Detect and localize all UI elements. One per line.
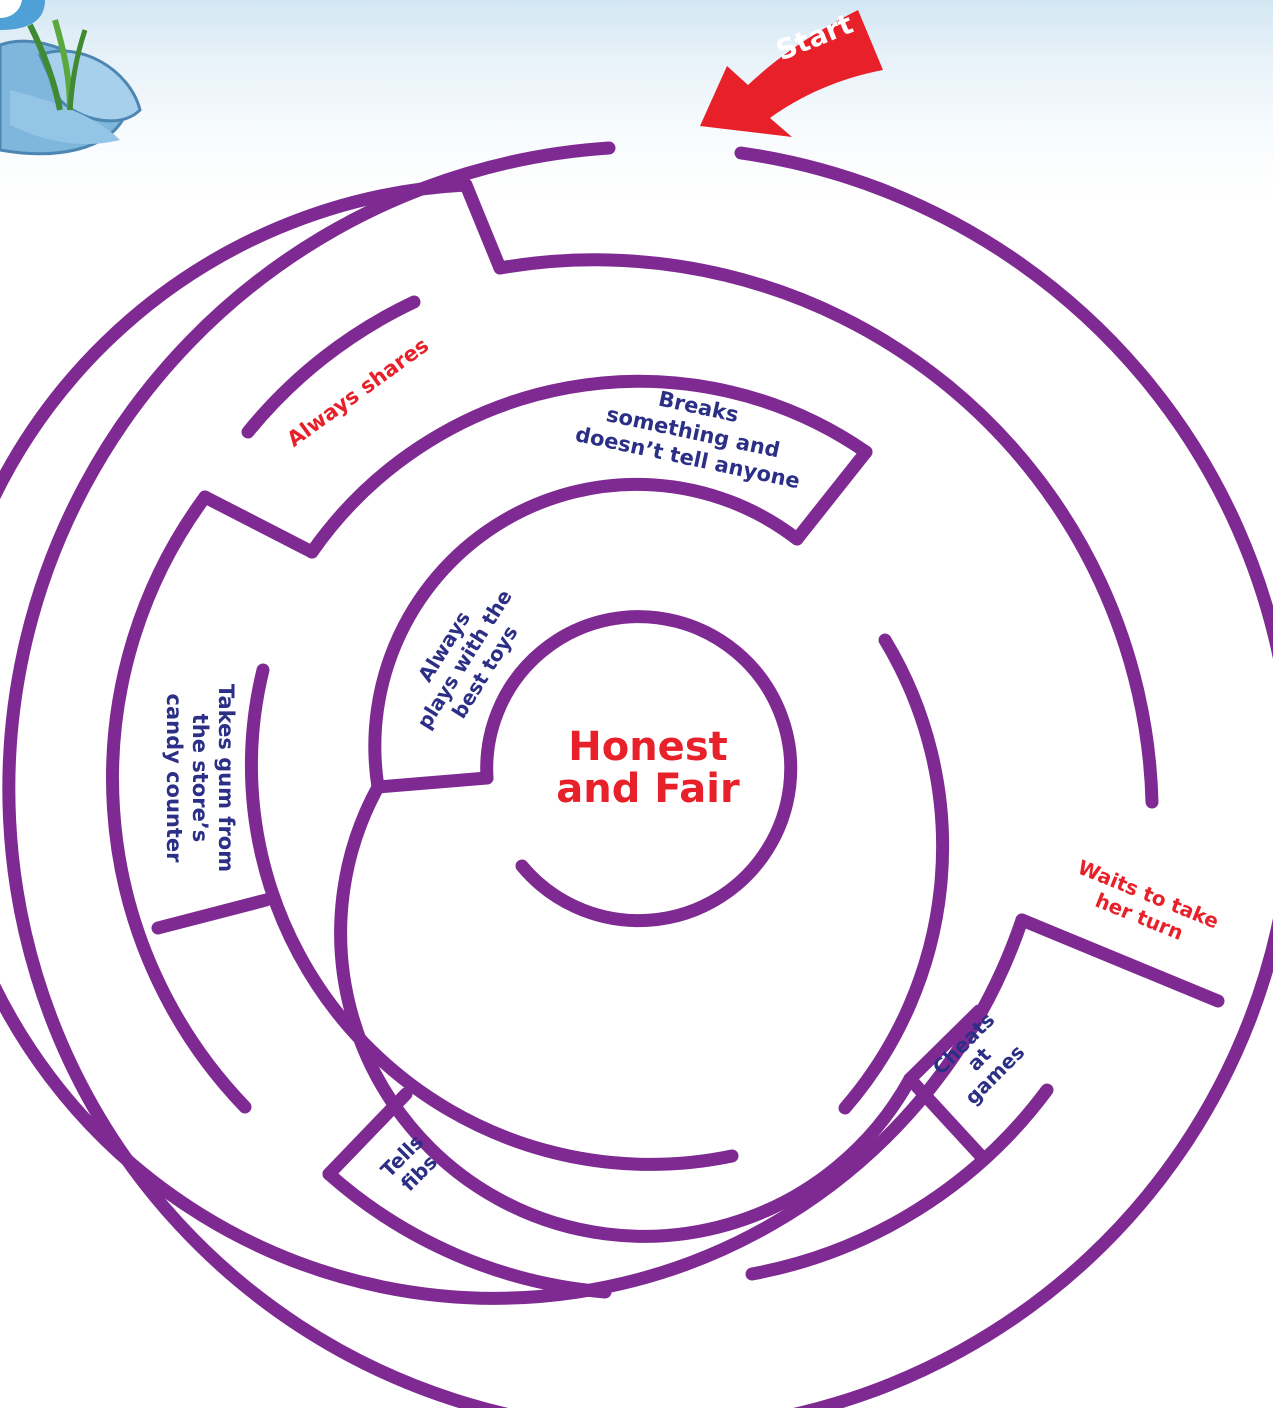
label-takes-gum-3: candy counter <box>162 693 186 863</box>
goal-title-line2: and Fair <box>556 766 740 812</box>
flower-mascot-icon <box>0 0 142 156</box>
goal-title-line1: Honest <box>568 724 728 770</box>
label-takes-gum-1: Takes gum from <box>214 684 238 872</box>
curved-start-arrow-icon: Start <box>700 7 883 137</box>
maze-walls <box>0 141 1273 1408</box>
label-always-shares: Always shares <box>283 333 434 452</box>
label-takes-gum-2: the store’s <box>188 714 212 843</box>
